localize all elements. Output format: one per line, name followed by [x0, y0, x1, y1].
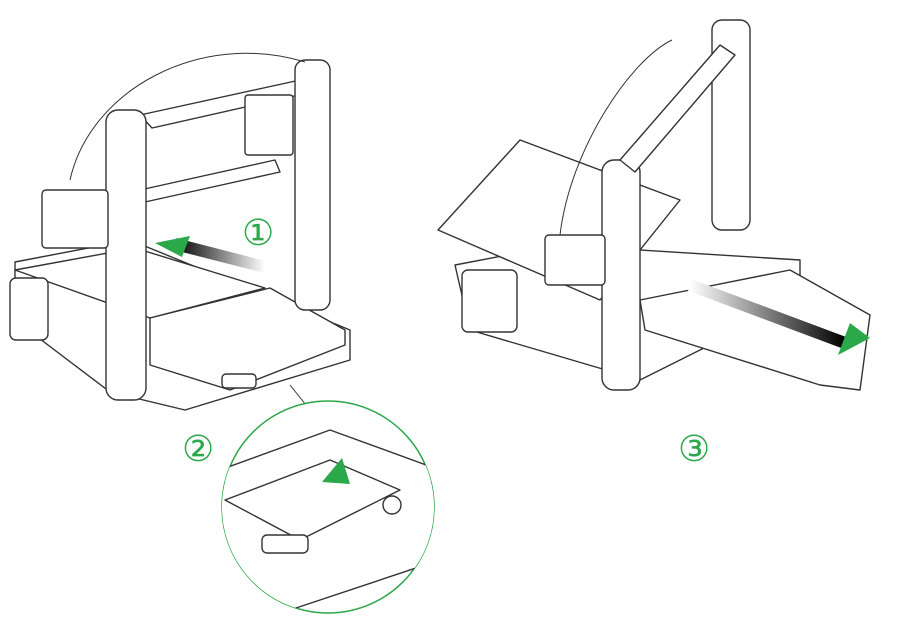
step-3-label: ③	[678, 429, 711, 470]
printer-left	[9, 52, 351, 411]
arrow-up-icon	[322, 458, 350, 484]
arrow-pull-icon	[838, 323, 870, 355]
step-2-label: ②	[182, 429, 215, 470]
step-1-label: ①	[242, 213, 275, 254]
detail-circle	[221, 400, 435, 614]
arrow-push-icon	[155, 236, 190, 257]
printer-right	[437, 19, 871, 391]
